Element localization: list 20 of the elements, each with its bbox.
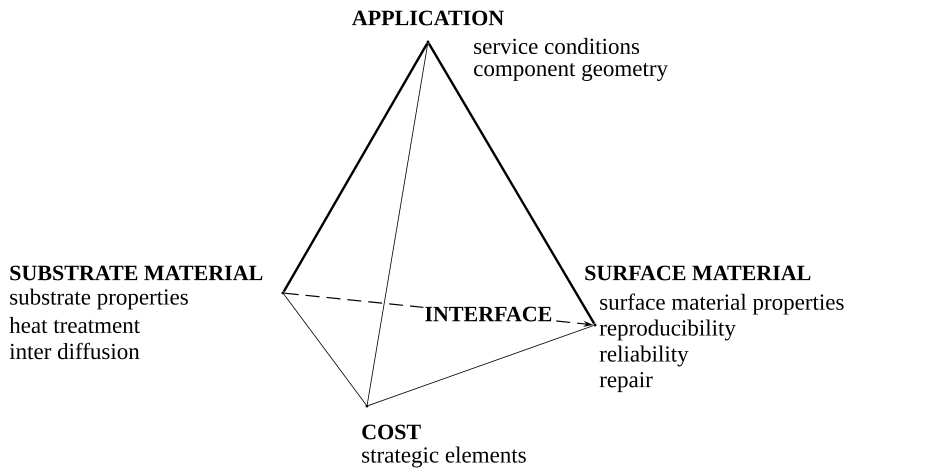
- property-text: substrate properties: [10, 288, 188, 310]
- property-text: repair: [600, 372, 653, 392]
- edge-line: [366, 43, 428, 405]
- property-text: inter diffusion: [10, 342, 140, 360]
- property-text: strategic elements: [362, 446, 526, 468]
- edge-line: [428, 42, 596, 324]
- edge-line: [284, 294, 366, 406]
- property-text: surface material properties: [600, 293, 844, 315]
- property-text: heat treatment: [9, 316, 140, 334]
- edge-line: [282, 42, 428, 292]
- property-text: component geometry: [474, 63, 668, 81]
- vertex-heading: SURFACE MATERIAL: [585, 266, 810, 280]
- vertex-heading: COST: [362, 424, 421, 440]
- edge-line: [368, 325, 594, 406]
- vertex-heading: SUBSTRATE MATERIAL: [10, 266, 262, 280]
- vertex-heading: APPLICATION: [352, 10, 504, 26]
- property-text: reliability: [600, 346, 689, 366]
- property-text: service conditions: [474, 38, 640, 54]
- property-text: reproducibility: [600, 320, 736, 340]
- edge-label: INTERFACE: [423, 306, 554, 322]
